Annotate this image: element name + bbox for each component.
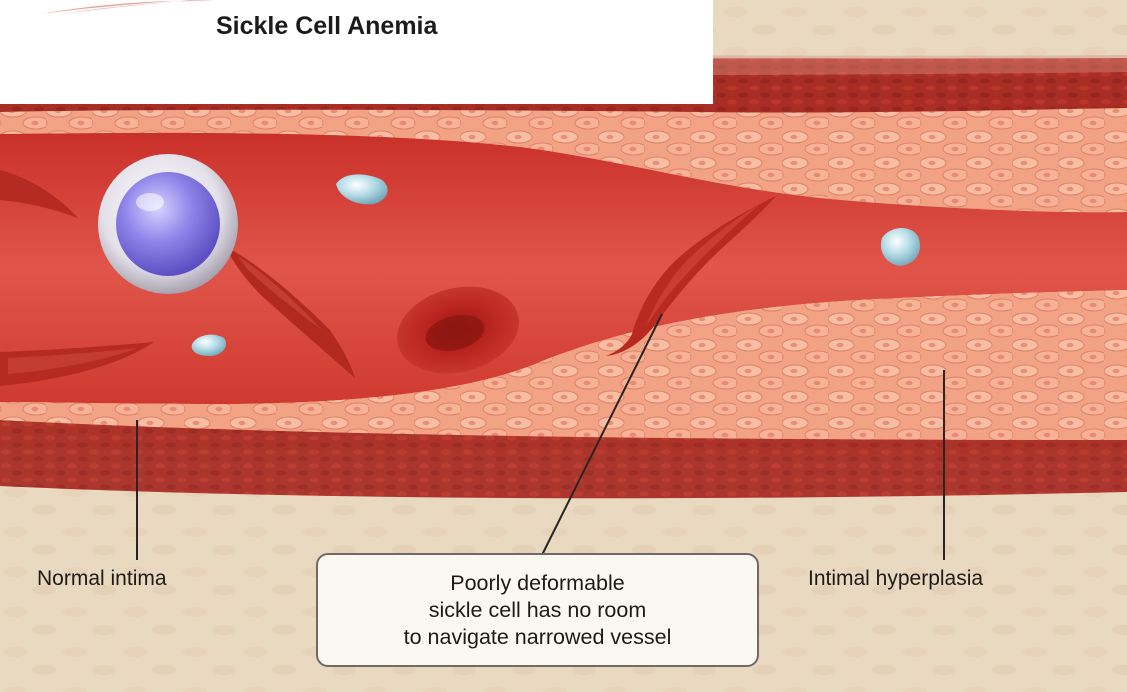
page-title: Sickle Cell Anemia [216,12,437,41]
callout-line-2: sickle cell has no room [429,597,646,624]
callout-line-1: Poorly deformable [450,570,624,597]
intimal-hyperplasia-label: Intimal hyperplasia [808,567,983,591]
callout-line-3: to navigate narrowed vessel [404,624,672,651]
normal-intima-label: Normal intima [37,567,167,591]
sickle-cell-callout: Poorly deformable sickle cell has no roo… [316,553,759,667]
white-blood-cell [98,154,238,294]
